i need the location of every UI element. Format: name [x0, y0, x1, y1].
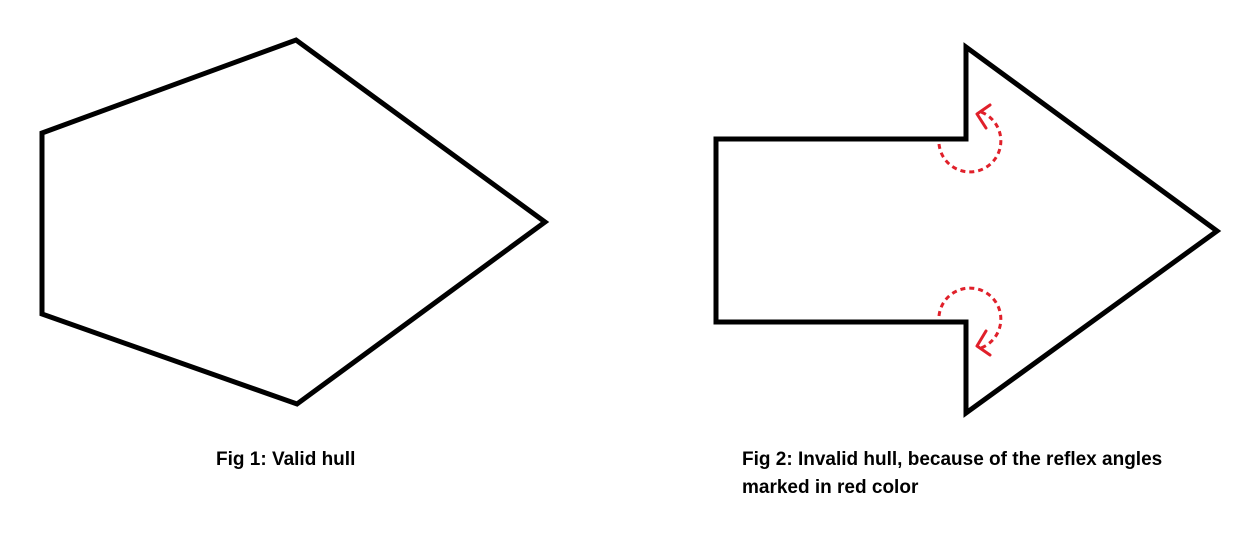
- arrowhead-upper-icon: [975, 103, 992, 130]
- reflex-angle-marker-upper: [937, 103, 1003, 174]
- fig2-caption-line2: marked in red color: [742, 477, 919, 498]
- fig1-caption-text: Fig 1: Valid hull: [216, 449, 356, 470]
- dotted-arc-upper: [937, 110, 1003, 174]
- fig2-caption-line1: Fig 2: Invalid hull, because of the refl…: [742, 449, 1163, 470]
- fig2-caption: Fig 2: Invalid hull, because of the refl…: [742, 446, 1162, 502]
- invalid-hull-polygon: [713, 42, 1222, 418]
- fig1-caption: Fig 1: Valid hull: [216, 446, 355, 474]
- arrowhead-lower-icon: [975, 329, 992, 357]
- valid-hull-polygon: [39, 37, 550, 407]
- dotted-arc-lower: [937, 286, 1003, 350]
- reflex-angle-marker-lower: [937, 286, 1003, 357]
